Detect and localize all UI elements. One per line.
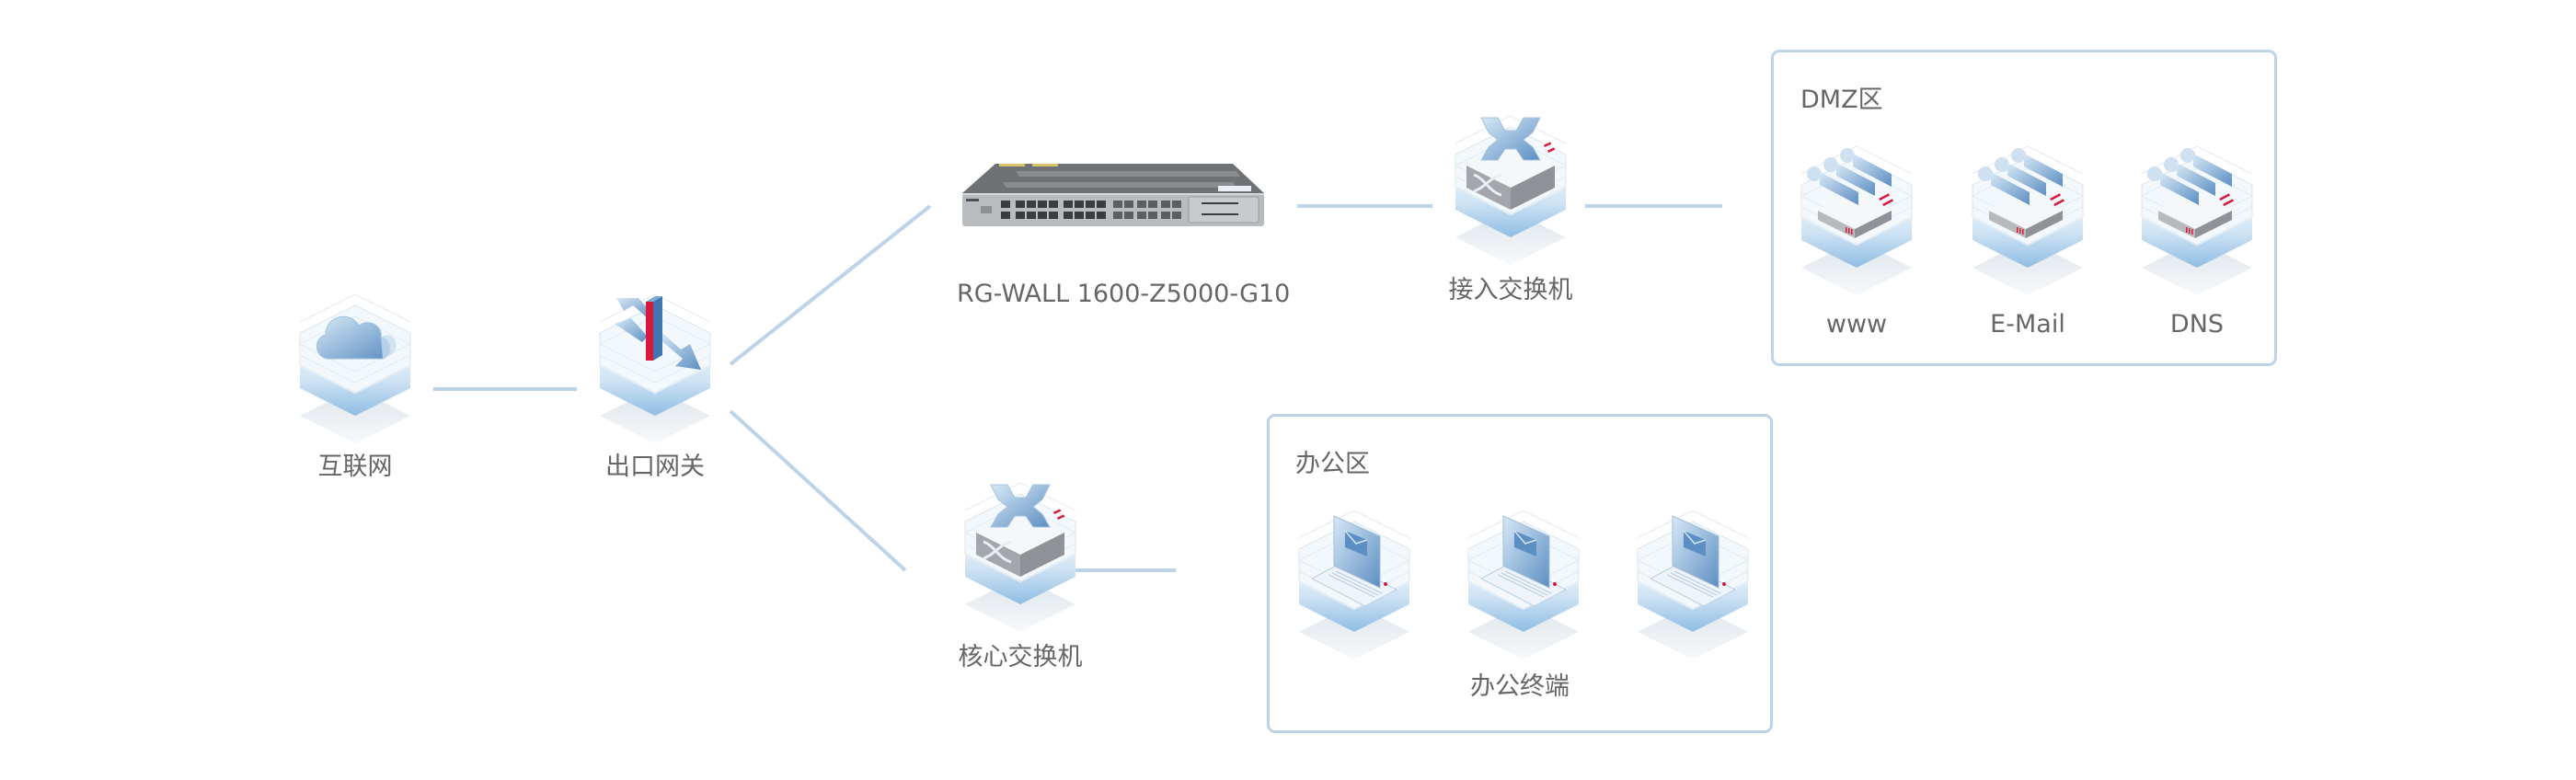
switch-icon [964,482,1076,632]
office-zone-title: 办公区 [1295,450,1370,478]
firewall-appliance-icon [962,164,1264,226]
office-zone[interactable]: 办公区 办公终端 [1267,414,1773,733]
gateway-label: 出口网关 [605,453,705,481]
office-terminals-label: 办公终端 [1470,672,1570,701]
node-access-switch[interactable]: 接入交换机 [1449,99,1573,320]
node-firewall[interactable]: RG-WALL 1600-Z5000-G10 [957,156,1291,313]
laptop-icon[interactable] [1636,494,1750,660]
dmz-zone[interactable]: DMZ区 www [1771,50,2277,366]
link-gateway-firewall [729,204,932,366]
node-internet[interactable]: 互联网 [296,276,414,488]
server-icon [1800,145,1913,295]
internet-label: 互联网 [317,453,393,481]
server-icon [2141,145,2253,295]
gateway-icon [599,293,711,443]
node-core-switch[interactable]: 核心交换机 [959,466,1083,687]
access-switch-label: 接入交换机 [1448,276,1573,304]
cloud-icon [299,293,411,443]
laptop-icon[interactable] [1466,494,1581,660]
dmz-zone-title: DMZ区 [1800,86,1883,114]
link-gateway-core-switch [729,409,907,572]
switch-icon [1455,115,1567,265]
dmz-server-email-label: E-Mail [1990,310,2065,338]
dmz-server-www-label: www [1825,310,1888,338]
firewall-label: RG-WALL 1600-Z5000-G10 [957,280,1291,308]
dmz-server-dns[interactable]: DNS [2140,130,2254,350]
dmz-server-email[interactable]: E-Mail [1971,130,2085,350]
laptop-icon[interactable] [1297,494,1411,660]
dmz-server-dns-label: DNS [2169,310,2225,338]
server-icon [1972,145,2084,295]
core-switch-label: 核心交换机 [958,643,1083,671]
node-gateway[interactable]: 出口网关 [596,276,714,488]
dmz-server-www[interactable]: www [1800,130,1914,350]
